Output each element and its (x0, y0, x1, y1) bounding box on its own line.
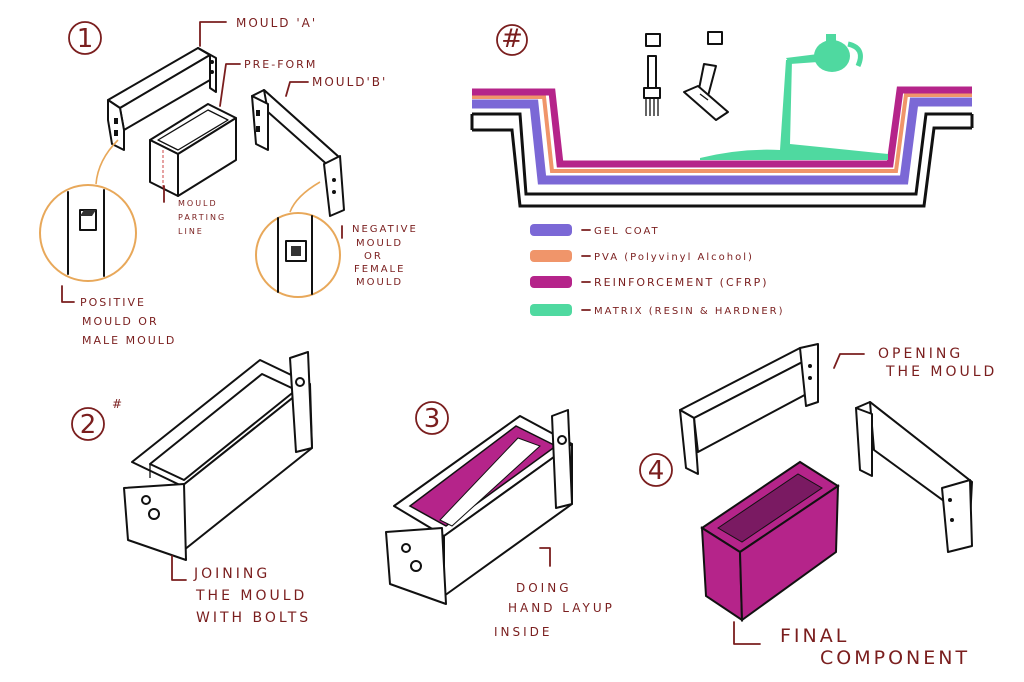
pre-form-drawing (149, 103, 237, 197)
step-2-number: 2 (80, 410, 97, 440)
positive-arrow (61, 285, 75, 303)
legend-item-matrix: MATRIX (RESIN & HARDNER) (530, 304, 785, 317)
step-3-circle (415, 401, 449, 435)
step-4-final-1: FINAL (780, 625, 849, 647)
legend-item-pva: PVA (Polyvinyl Alcohol) (530, 250, 754, 263)
step-2-caption-2: THE MOULD (195, 588, 307, 604)
legend-label-matrix: MATRIX (RESIN & HARDNER) (594, 306, 785, 317)
roller-icon (683, 31, 729, 121)
step-2-superscript: # (112, 397, 124, 411)
mould-b-label: MOULD'B' (312, 75, 387, 89)
step-1-panel: 1 (39, 16, 418, 347)
mould-cross-section (470, 60, 974, 208)
layup-symbol: # (501, 24, 523, 54)
negative-label-3: OR (364, 251, 383, 262)
step-3-panel: 3 DOING HAND LAYUP INSIDE (385, 401, 615, 639)
legend-label-reinforcement: REINFORCEMENT (CFRP) (594, 276, 769, 289)
positive-label-1: POSITIVE (80, 296, 146, 309)
pre-form-arrow (219, 63, 241, 107)
mould-a-label: MOULD 'A' (236, 16, 317, 30)
legend-item-gel-coat: GEL COAT (530, 224, 660, 237)
layer-legend: GEL COAT PVA (Polyvinyl Alcohol) REINFOR… (530, 224, 785, 317)
step-4-opening-arrow (833, 353, 865, 369)
watering-can-icon (786, 34, 863, 72)
pre-form-label: PRE-FORM (244, 58, 317, 71)
mould-with-layup-drawing (385, 409, 573, 605)
step-3-caption-1: DOING (516, 581, 572, 595)
step-2-caption-1: JOINING (193, 566, 270, 582)
opened-mould-b-drawing (855, 401, 973, 553)
legend-label-pva: PVA (Polyvinyl Alcohol) (594, 252, 754, 263)
assembled-mould-drawing (123, 351, 313, 561)
positive-label-2: MOULD OR (82, 315, 159, 328)
brush-icon (643, 33, 661, 116)
step-2-caption-3: WITH BOLTS (196, 610, 311, 626)
step-3-number: 3 (424, 404, 441, 434)
negative-label-5: MOULD (356, 277, 403, 288)
step-1-circle (68, 21, 102, 55)
negative-mould-callout (255, 181, 341, 298)
step-4-circle (639, 453, 673, 487)
layup-circle (496, 24, 528, 56)
parting-line-label-3: LINE (178, 227, 204, 236)
step-4-opening-1: OPENING (878, 346, 963, 362)
negative-label-2: MOULD (356, 238, 403, 249)
parting-line-label-2: PARTING (178, 213, 226, 222)
step-3-caption-2: HAND LAYUP (508, 601, 615, 615)
legend-item-reinforcement: REINFORCEMENT (CFRP) (530, 276, 769, 289)
mould-a-arrow (199, 21, 227, 47)
legend-label-gel-coat: GEL COAT (594, 226, 660, 237)
step-3-arrow (539, 547, 551, 567)
final-component-drawing (700, 460, 840, 622)
mould-b-arrow (285, 81, 309, 97)
mould-a-drawing (107, 47, 217, 151)
mould-b-drawing (251, 89, 345, 217)
parting-line-label-1: MOULD (178, 199, 218, 208)
step-2-arrow (171, 555, 187, 581)
step-3-caption-3: INSIDE (494, 625, 553, 639)
step-4-panel: 4 OPENING THE MOULD (639, 343, 997, 669)
opened-mould-a-drawing (679, 343, 819, 475)
step-2-panel: 2 # JOINING THE MOULD WITH BOLTS (71, 351, 313, 626)
layup-panel: # (470, 24, 974, 317)
negative-label-4: FEMALE (354, 264, 405, 275)
negative-label-1: NEGATIVE (352, 224, 418, 235)
step-4-final-arrow (733, 621, 761, 645)
positive-label-3: MALE MOULD (82, 334, 176, 347)
step-2-circle (71, 407, 105, 441)
positive-mould-callout (39, 139, 137, 282)
step-1-number: 1 (77, 24, 94, 54)
step-4-opening-2: THE MOULD (885, 364, 997, 380)
step-4-final-2: COMPONENT (820, 647, 970, 669)
step-4-number: 4 (648, 456, 665, 486)
